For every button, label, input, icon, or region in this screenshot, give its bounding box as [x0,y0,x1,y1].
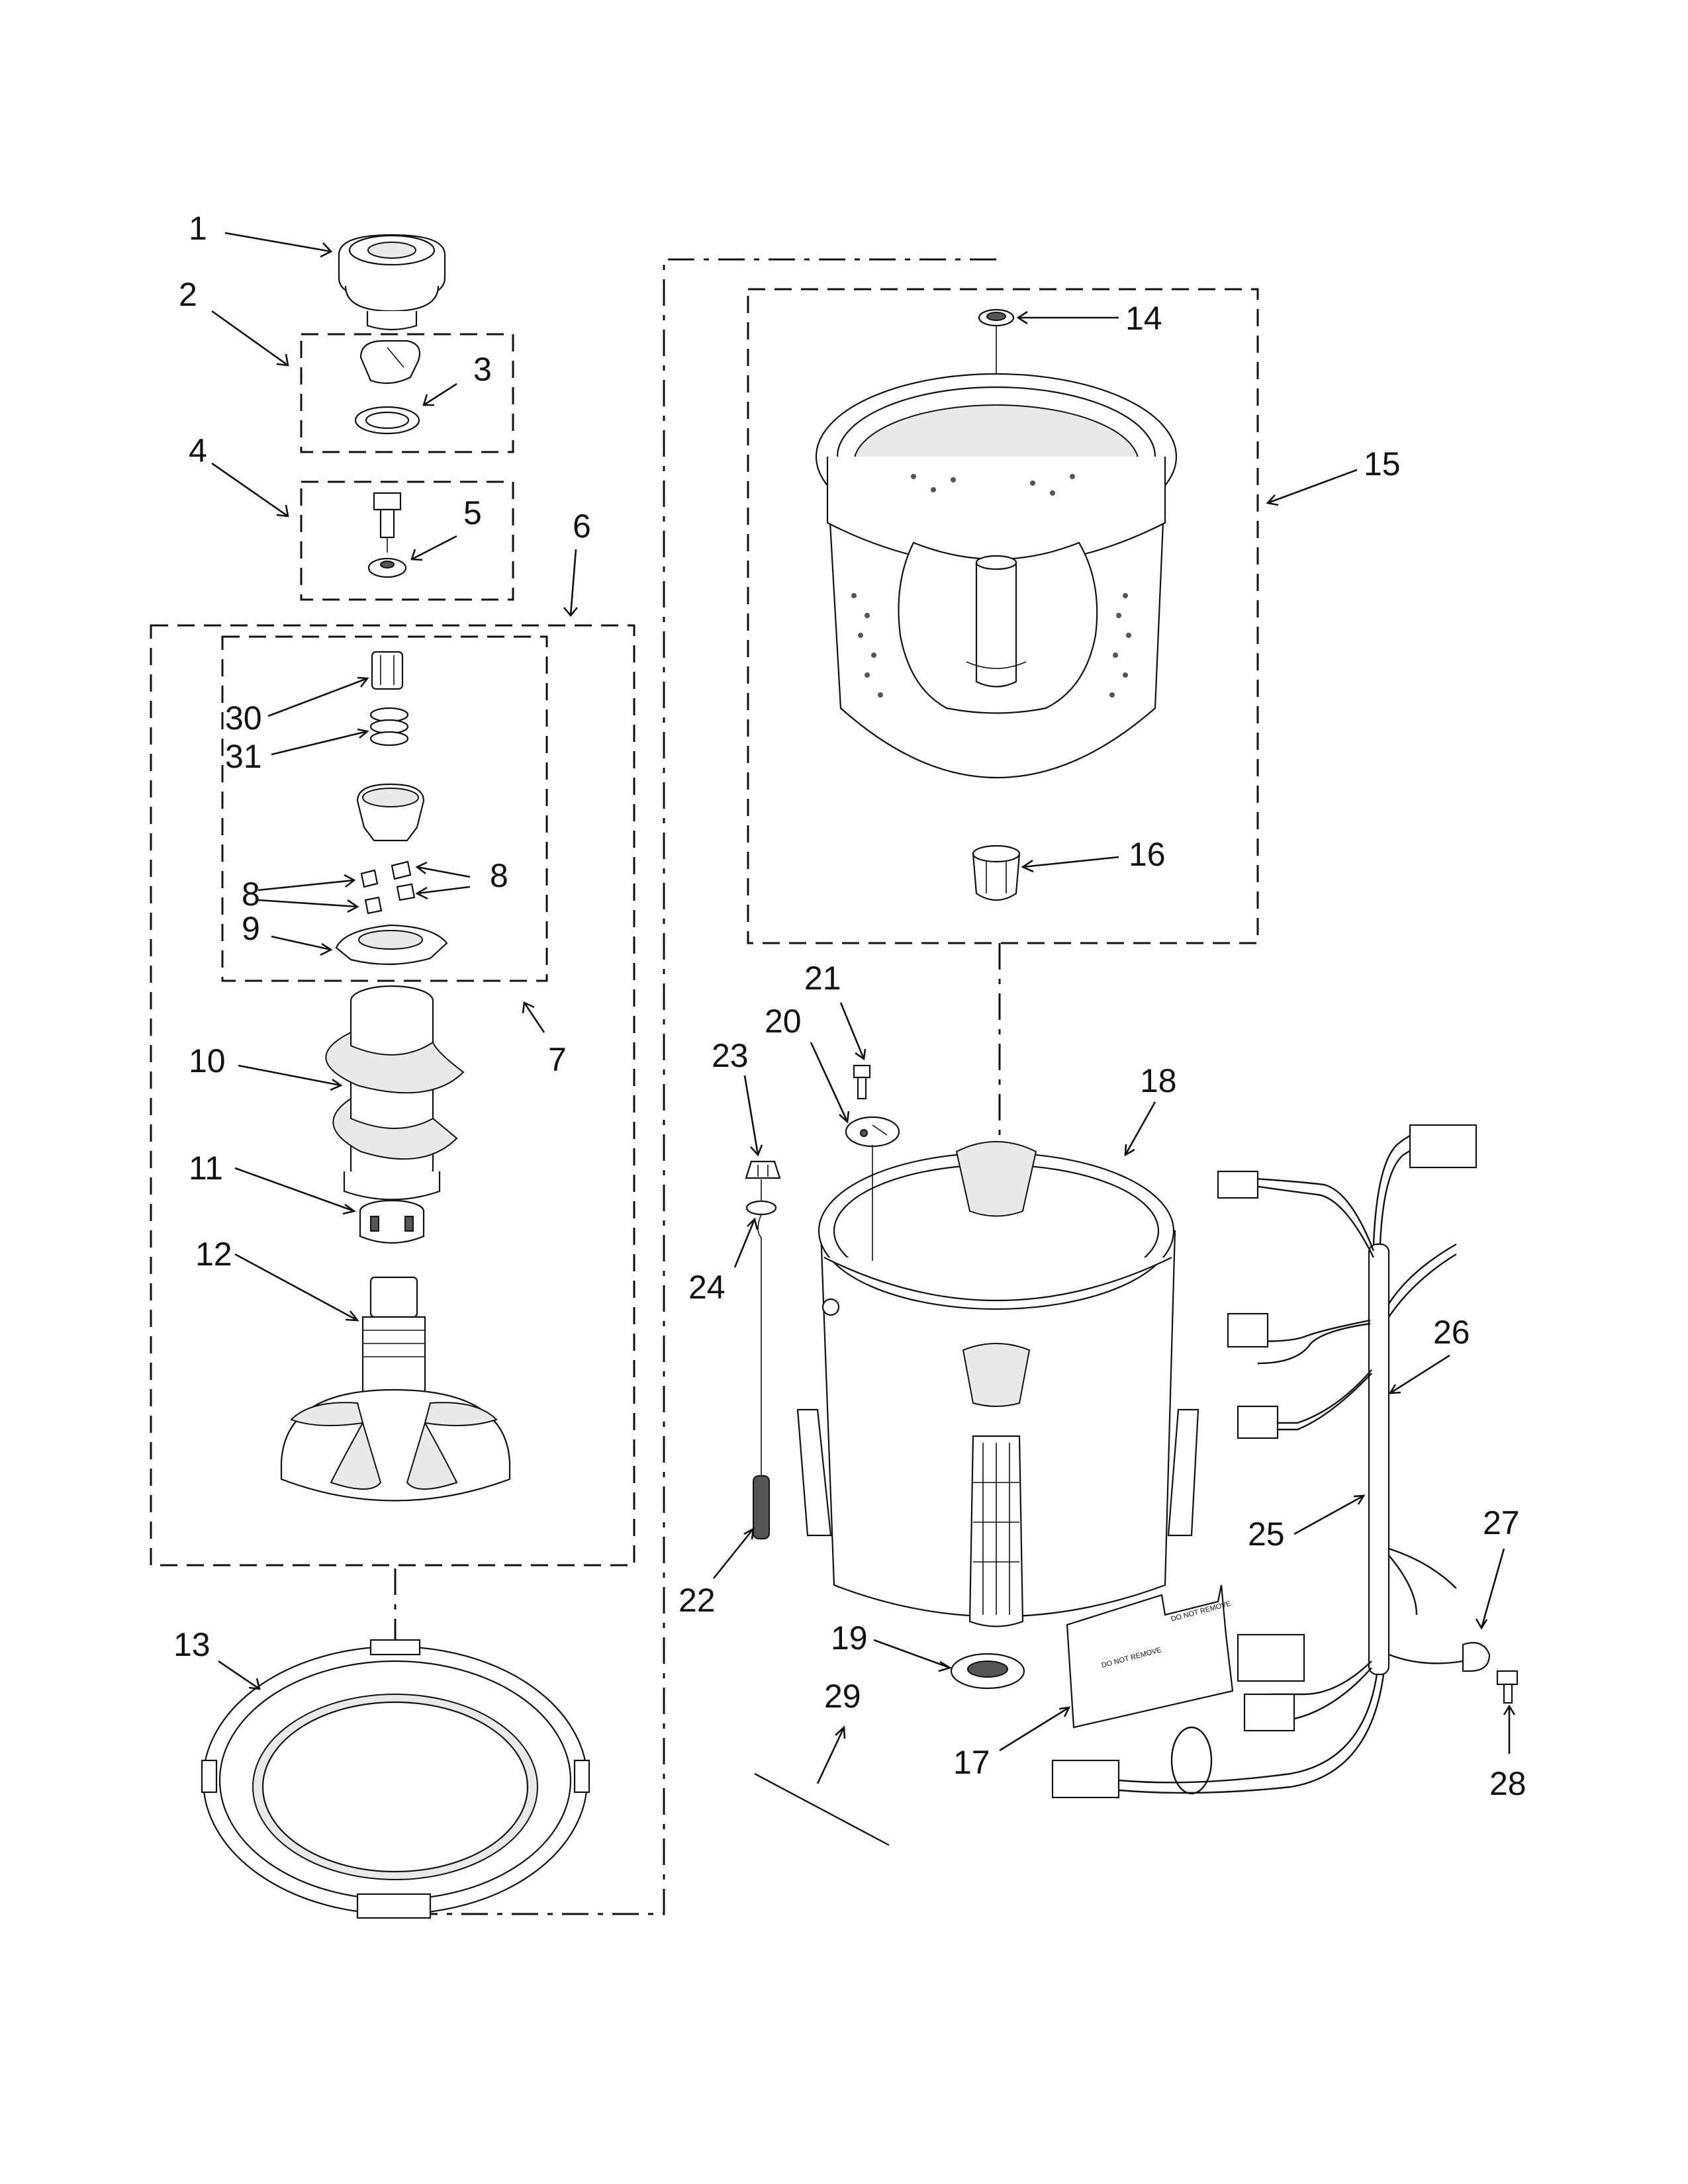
part-31-spring [369,707,409,747]
part-27-clamp [1388,1642,1491,1672]
callout-10: 10 [189,1042,226,1079]
part-18-tub [796,1141,1199,1627]
part-10-auger [325,985,465,1201]
part-4-bolt [373,492,402,553]
part-22-spring [753,1475,770,1539]
group-box-2 [300,333,514,453]
callout-24: 24 [688,1269,726,1306]
part-3-ring [354,406,420,435]
callout-23: 23 [712,1037,749,1074]
part-cam [356,783,425,842]
part-30-cap [371,651,404,690]
part-17-label: DO NOT REMOVE DO NOT REMOVE [1066,1584,1234,1729]
callout-4: 4 [189,432,207,469]
part-8-dogs [360,860,416,915]
part-29-tie [754,1772,890,1846]
part-19-seal [950,1653,1025,1690]
callout-15: 15 [1364,445,1401,482]
part-16-hub [972,844,1021,901]
callout-17: 17 [953,1744,990,1781]
callout-31: 31 [225,738,262,775]
group-box-7 [221,635,548,982]
callout-12: 12 [195,1236,232,1273]
group-box-15 [747,288,1259,944]
callout-21: 21 [804,960,841,997]
callout-8-right: 8 [490,857,508,894]
part-13-ring [201,1639,590,1919]
callout-5: 5 [463,494,482,531]
callout-25: 25 [1248,1516,1285,1553]
callout-29: 29 [824,1678,861,1715]
group-box-6 [150,624,635,1567]
part-21-screw [853,1064,871,1100]
basket-perforations [851,474,1131,698]
part-24-grommet [745,1200,777,1476]
part-9-ring [335,924,448,966]
connector-line-top [392,258,996,1915]
callout-19: 19 [831,1619,868,1657]
callout-27: 27 [1483,1504,1520,1541]
part-20-plate [845,1116,900,1148]
callout-6: 6 [573,508,591,545]
callout-22: 22 [679,1582,716,1619]
part-28-screw [1496,1670,1519,1704]
part-23-cap [745,1160,781,1179]
part-15-basket [815,373,1178,778]
callout-13: 13 [173,1626,211,1663]
callout-3: 3 [473,351,492,388]
callout-8-left: 8 [242,876,260,913]
callout-7: 7 [548,1041,567,1078]
group-box-4 [300,480,514,601]
callout-18: 18 [1140,1062,1177,1099]
part-14-seal [978,308,1015,327]
part-11-bearing [359,1199,425,1244]
callout-26: 26 [1433,1314,1470,1351]
harness-connectors [1051,1124,1477,1799]
callout-14: 14 [1125,300,1162,337]
callout-11: 11 [189,1150,223,1187]
part-26-tube [1387,1243,1457,1318]
callout-20: 20 [765,1003,802,1040]
part-2-clip [359,340,421,385]
part-12-base [280,1276,511,1502]
leader-arrows [211,232,1516,1784]
callout-16: 16 [1129,836,1166,873]
callout-9: 9 [242,910,260,947]
callout-30: 30 [225,700,262,737]
callout-28: 28 [1489,1765,1526,1802]
part-1-cap [338,234,446,331]
part-5-washer [367,557,407,578]
callout-1: 1 [189,210,207,247]
callout-2: 2 [179,276,197,313]
